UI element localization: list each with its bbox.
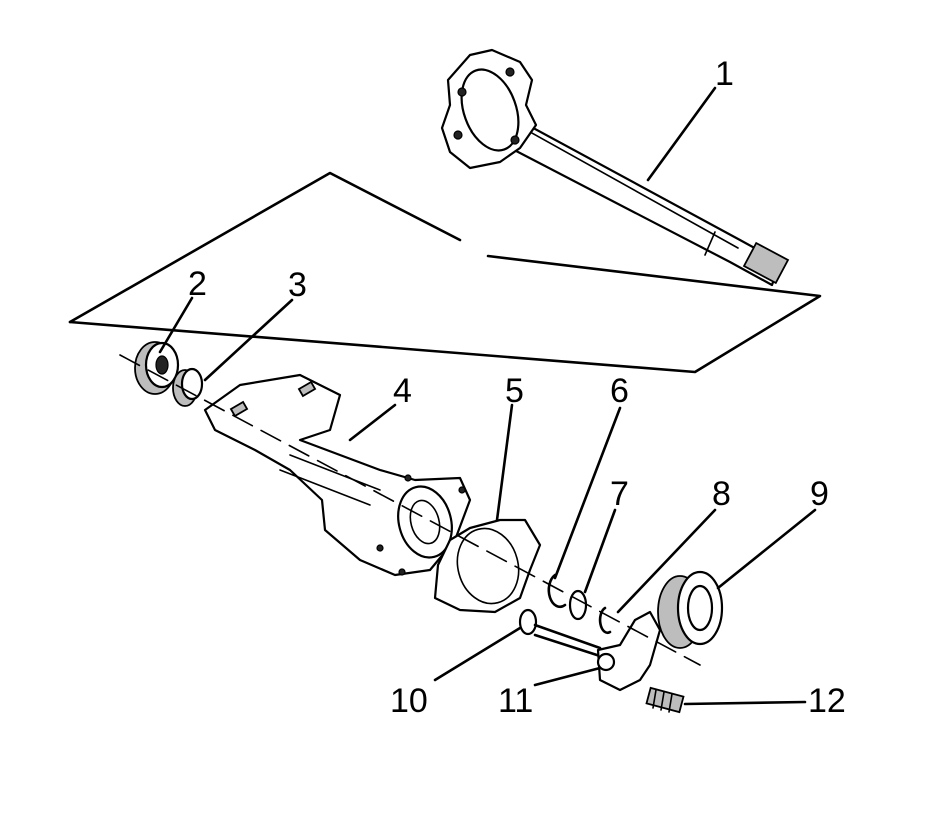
callout-7: 7	[610, 475, 629, 513]
part-1-axle-shaft	[440, 48, 790, 287]
part-5-gasket	[433, 518, 542, 614]
callout-2: 2	[188, 265, 207, 303]
callout-3: 3	[288, 266, 307, 304]
part-12-spring	[645, 686, 685, 714]
centerline	[119, 354, 701, 666]
reference-plane	[68, 171, 822, 374]
part-6-snap-ring	[547, 573, 567, 609]
callout-8: 8	[712, 475, 731, 513]
part-2-seal	[134, 341, 180, 395]
callout-9: 9	[810, 475, 829, 513]
part-10-pin	[518, 608, 602, 658]
callout-4: 4	[393, 372, 412, 410]
callout-11: 11	[498, 682, 533, 720]
axle-flange	[440, 48, 538, 170]
leader-lines	[158, 86, 817, 706]
callout-labels: 1 2 3 4 5 6 7 8 9 10 11 12	[188, 55, 846, 720]
callout-6: 6	[610, 372, 629, 410]
part-4-housing	[203, 373, 472, 577]
callout-10: 10	[390, 682, 428, 720]
callout-1: 1	[715, 55, 734, 93]
callout-5: 5	[505, 372, 524, 410]
part-3-gear	[172, 367, 204, 407]
part-11-shift-fork	[596, 610, 662, 692]
part-7-washer	[568, 589, 588, 621]
part-8-snap-ring	[598, 606, 612, 634]
part-9-bearing	[657, 570, 724, 649]
callout-12: 12	[808, 682, 846, 720]
